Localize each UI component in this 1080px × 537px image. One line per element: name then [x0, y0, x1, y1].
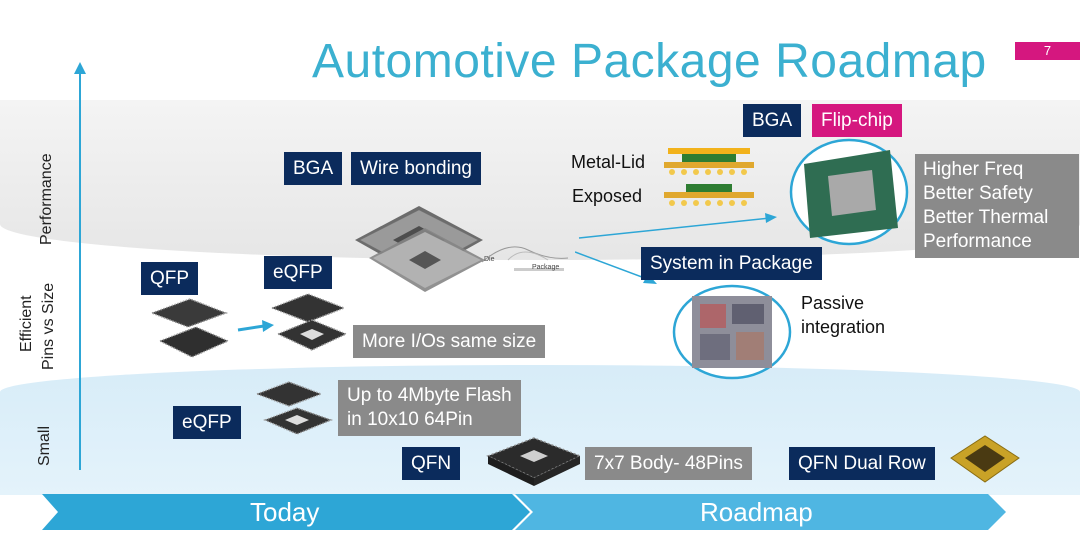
die-label: Die	[484, 256, 495, 263]
axis-label-efficient: Efficient	[18, 295, 35, 352]
slide-title: Automotive Package Roadmap	[312, 35, 987, 88]
metal-lid-label: Metal-Lid	[571, 152, 646, 172]
timeline-roadmap-label: Roadmap	[700, 497, 813, 527]
exposed-label: Exposed	[572, 186, 643, 206]
qfn-chip-image	[486, 437, 582, 486]
qfn-label: QFN	[402, 447, 461, 480]
more-ios-label: More I/Os same size	[353, 325, 546, 358]
flash-line-1: Up to 4Mbyte Flash	[347, 385, 512, 406]
eqfp-label: eQFP	[264, 256, 332, 289]
system-in-package-image	[672, 284, 792, 380]
timeline-today-label: Today	[250, 497, 320, 527]
timeline-arrow	[42, 494, 1006, 530]
exposed-package-image	[664, 184, 754, 206]
page-number: 7	[1015, 42, 1080, 60]
wire-bonding-label: Wire bonding	[351, 152, 481, 185]
benefits-box: Higher Freq Better Safety Better Thermal…	[915, 154, 1079, 258]
qfp-to-eqfp-arrow	[237, 320, 274, 332]
benefit-3: Better Thermal	[923, 207, 1049, 228]
eqfp-small-label: eQFP	[173, 406, 241, 439]
flip-chip-label: Flip-chip	[812, 104, 902, 137]
bga-wirebond-chip-image	[355, 206, 485, 292]
passive-label: Passive	[801, 293, 865, 313]
qfn-dual-row-chip-image	[950, 435, 1020, 483]
bga-flipchip-bga-label: BGA	[743, 104, 802, 137]
eqfp-chip-image	[270, 293, 348, 351]
axis-label-pins-vs-size: Pins vs Size	[40, 282, 57, 370]
flash-line-2: in 10x10 64Pin	[347, 409, 473, 430]
integration-label: integration	[801, 317, 886, 337]
eqfp-small-chip-image	[255, 381, 334, 435]
qfn-dual-row-label: QFN Dual Row	[789, 447, 935, 480]
flash-box: Up to 4Mbyte Flash in 10x10 64Pin	[338, 380, 521, 436]
die-package-diagram	[481, 246, 569, 271]
body-48-pins-label: 7x7 Body- 48Pins	[585, 447, 752, 480]
benefit-1: Higher Freq	[923, 159, 1024, 180]
axis-label-small: Small	[36, 425, 53, 466]
flip-chip-bga-image	[789, 138, 909, 246]
axis-label-performance: Performance	[38, 153, 55, 245]
benefit-4: Performance	[923, 231, 1032, 252]
system-in-package-label: System in Package	[641, 247, 822, 280]
package-label: Package	[532, 264, 560, 271]
qfp-chip-image	[150, 298, 230, 358]
benefit-2: Better Safety	[923, 183, 1033, 204]
vertical-axis-arrow	[74, 62, 86, 470]
bga-label: BGA	[284, 152, 343, 185]
qfp-label: QFP	[141, 262, 199, 295]
metal-lid-package-image	[664, 148, 754, 175]
